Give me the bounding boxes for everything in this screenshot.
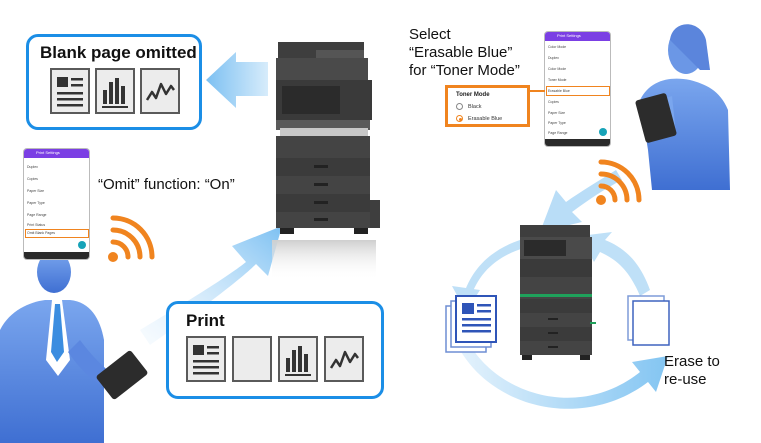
radio-erasable-blue[interactable] — [456, 115, 463, 122]
phone-menu-item[interactable]: Print Status — [27, 223, 46, 227]
arrow-icon — [580, 232, 650, 296]
blank-document-icon — [232, 336, 272, 382]
toner-mode-popup-title: Toner Mode — [456, 92, 490, 98]
omit-blank-pages-highlight — [25, 229, 89, 238]
phone-menu-item[interactable]: Paper Size — [27, 189, 45, 193]
print-fab-button[interactable] — [78, 241, 86, 249]
toner-mode-highlight — [546, 86, 610, 96]
phone-nav-bar — [24, 252, 89, 259]
phone-menu-item[interactable]: Page Range — [27, 213, 47, 217]
phone-nav-bar — [545, 139, 610, 146]
omit-function-label: “Omit” function: “On” — [98, 176, 235, 193]
document-icon — [186, 336, 226, 382]
printer-icon — [520, 225, 596, 360]
line-chart-document-icon — [324, 336, 364, 382]
phone-menu-item[interactable]: Duplex — [27, 165, 38, 169]
phone-menu-item[interactable]: Toner Mode — [548, 78, 567, 82]
phone-menu-item[interactable]: Color Mode — [548, 67, 567, 71]
phone-menu-item[interactable]: Copies — [548, 100, 559, 104]
arrow-icon — [460, 345, 668, 409]
popup-connector-line — [528, 90, 545, 92]
radio-black[interactable] — [456, 103, 463, 110]
phone-header: Print Settings — [545, 32, 610, 41]
phone-print-settings-right: Print Settings Color Mode Duplex Color M… — [544, 31, 611, 147]
select-erasable-label-line1: Select — [409, 26, 451, 43]
tablet-icon — [96, 350, 148, 400]
phone-menu-item[interactable]: Paper Type — [27, 201, 45, 205]
person-icon — [0, 251, 125, 443]
document-icon — [445, 295, 497, 353]
document-icon — [627, 295, 670, 346]
omit-blank-pages-item[interactable]: Omit Blank Pages — [27, 231, 56, 235]
printer-icon — [272, 42, 380, 280]
bar-chart-document-icon — [278, 336, 318, 382]
phone-print-settings-left: Print Settings Duplex Copies Paper Size … — [23, 148, 90, 260]
toner-mode-value-item[interactable]: Erasable Blue — [548, 89, 570, 93]
toner-mode-popup: Toner Mode Black Erasable Blue — [445, 85, 530, 127]
document-icon — [50, 68, 90, 114]
phone-menu-item[interactable]: Copies — [27, 177, 38, 181]
phone-menu-item[interactable]: Color Mode — [548, 45, 567, 49]
phone-menu-item[interactable]: Duplex — [548, 56, 559, 60]
bar-chart-document-icon — [95, 68, 135, 114]
print-fab-button[interactable] — [599, 128, 607, 136]
option-black-label: Black — [468, 104, 482, 110]
print-title: Print — [186, 311, 225, 330]
arrow-icon — [540, 170, 622, 232]
blank-page-omitted-title: Blank page omitted — [40, 43, 197, 62]
wifi-signal-icon — [108, 215, 155, 262]
wifi-signal-icon — [596, 159, 642, 205]
phone-header: Print Settings — [24, 149, 89, 158]
line-chart-document-icon — [140, 68, 180, 114]
phone-menu-item[interactable]: Page Range — [548, 131, 568, 135]
phone-menu-item[interactable]: Paper Type — [548, 121, 566, 125]
select-erasable-label-line3: for “Toner Mode” — [409, 62, 520, 79]
select-erasable-label-line2: “Erasable Blue” — [409, 44, 513, 61]
erase-to-reuse-line1: Erase to — [664, 353, 720, 370]
phone-menu-item[interactable]: Paper Size — [548, 111, 566, 115]
arrow-icon — [206, 52, 268, 108]
option-erasable-blue-label: Erasable Blue — [468, 116, 503, 122]
erase-to-reuse-line2: re-use — [664, 371, 707, 388]
tablet-icon — [635, 93, 677, 143]
